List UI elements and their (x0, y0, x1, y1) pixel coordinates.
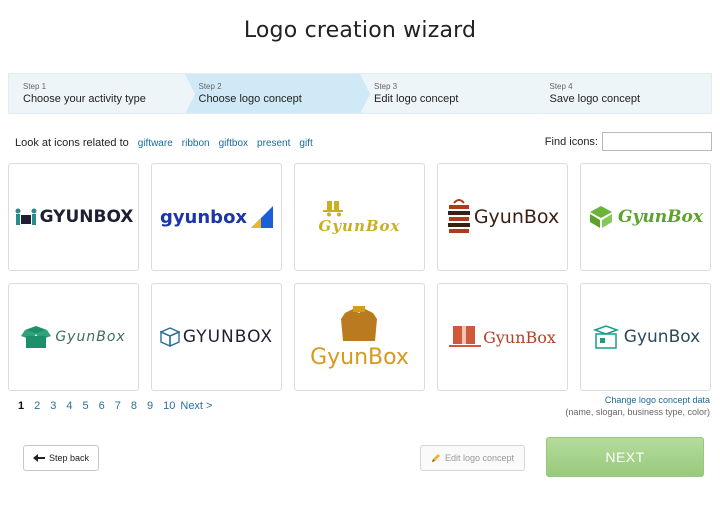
change-logo-data-hint: (name, slogan, business type, color) (565, 407, 710, 417)
logo-concept-tile[interactable]: GYUNBOX (151, 283, 282, 391)
logo-concept-tile[interactable]: GyunBox (580, 163, 711, 271)
logo-text: GyunBox (623, 327, 701, 347)
logo-text: GyunBox (618, 207, 703, 227)
page-link[interactable]: 9 (147, 400, 154, 412)
logo-concept-tile[interactable]: GyunBox (8, 283, 139, 391)
wizard-steps: Step 1 Choose your activity type Step 2 … (8, 73, 712, 114)
logo-concept: GYUNBOX (159, 327, 274, 347)
logo-concept: GyunBox (446, 197, 559, 237)
logo-concept-tile[interactable]: gyunbox (151, 163, 282, 271)
logo-concept: GyunBox (588, 204, 703, 230)
step-number: Step 4 (549, 82, 573, 91)
red-box-icon (449, 326, 482, 347)
people-box-icon (15, 208, 37, 225)
step-1[interactable]: Step 1 Choose your activity type (9, 74, 194, 114)
logo-concept-tile[interactable]: GyunBox (294, 283, 425, 391)
bag-icon (341, 305, 378, 341)
logo-text: GyunBox (483, 327, 556, 347)
step-label: Choose your activity type (23, 93, 146, 105)
page-link[interactable]: 2 (34, 400, 41, 412)
related-icons: Look at icons related to giftware ribbon… (15, 137, 313, 149)
next-page-link[interactable]: Next > (180, 400, 213, 412)
logo-text: GyunBox (55, 329, 126, 345)
page-link[interactable]: 4 (66, 400, 73, 412)
blue-square-icon (251, 206, 274, 228)
open-box-icon (21, 326, 52, 348)
tag-link[interactable]: gift (299, 137, 313, 149)
logo-concept: GyunBox (449, 324, 556, 350)
step-2[interactable]: Step 2 Choose logo concept (184, 74, 370, 114)
step-back-button[interactable]: Step back (23, 445, 99, 471)
step-number: Step 3 (374, 82, 398, 91)
step-label: Edit logo concept (374, 93, 459, 105)
logo-concept: GyunBox (21, 326, 125, 348)
logo-concept-tile[interactable]: GyunBox (294, 163, 425, 271)
step-4[interactable]: Step 4 Save logo concept (536, 74, 712, 113)
page-link[interactable]: 6 (98, 400, 105, 412)
logo-concept-tile[interactable]: GyunBox (437, 163, 568, 271)
step-back-label: Step back (48, 453, 90, 463)
find-icons-input[interactable] (602, 132, 712, 151)
green-box-icon (590, 206, 613, 228)
step-3[interactable]: Step 3 Edit logo concept (360, 74, 545, 114)
arrow-left-icon (32, 454, 45, 462)
logo-text: GYUNBOX (182, 327, 274, 347)
logo-text: gyunbox (159, 206, 248, 228)
logo-concept: GyunBox (319, 199, 401, 235)
tag-link[interactable]: giftware (137, 137, 173, 149)
page-link[interactable]: 7 (114, 400, 121, 412)
tag-link[interactable]: giftbox (218, 137, 249, 149)
page-link[interactable]: 3 (50, 400, 57, 412)
tag-link[interactable]: ribbon (181, 137, 210, 149)
pagination: 1 2 3 4 5 6 7 8 9 10 Next > (18, 400, 222, 412)
page-link-current[interactable]: 1 (18, 400, 25, 412)
page-link[interactable]: 10 (163, 400, 176, 412)
pencil-icon (431, 454, 440, 462)
logo-concept-tile[interactable]: GyunBox (580, 283, 711, 391)
page-link[interactable]: 8 (130, 400, 137, 412)
next-button[interactable]: NEXT (546, 437, 704, 477)
teal-box-icon (592, 325, 619, 349)
gift-cart-icon (322, 201, 343, 217)
find-label: Find icons: (544, 135, 598, 148)
page-title: Logo creation wizard (243, 18, 477, 43)
logo-text: GyunBox (318, 217, 401, 235)
step-number: Step 1 (23, 82, 47, 91)
logo-text: GyunBox (473, 206, 560, 228)
step-label: Save logo concept (549, 93, 641, 105)
cube-icon (159, 327, 180, 347)
logo-concept-tile[interactable]: GYUNBOX (8, 163, 139, 271)
logo-text: GyunBox (310, 344, 409, 370)
edit-logo-concept-label: Edit logo concept (444, 453, 515, 463)
logo-concept-tile[interactable]: GyunBox (437, 283, 568, 391)
step-label: Choose logo concept (198, 93, 302, 105)
find-icons: Find icons: (545, 132, 712, 151)
related-label: Look at icons related to (15, 137, 129, 149)
step-number: Step 2 (198, 82, 222, 91)
logo-text: GYUNBOX (39, 207, 134, 227)
tag-link[interactable]: present (257, 137, 291, 149)
change-logo-data: Change logo concept data (name, slogan, … (565, 395, 710, 417)
logo-concept: GYUNBOX (14, 207, 134, 227)
logo-grid: GYUNBOX gyunbox GyunBox (8, 163, 712, 391)
gift-stack-icon (447, 199, 470, 233)
logo-concept: GyunBox (310, 305, 409, 370)
change-logo-data-link[interactable]: Change logo concept data (604, 395, 710, 405)
page-link[interactable]: 5 (82, 400, 89, 412)
logo-concept: GyunBox (591, 324, 700, 350)
logo-concept: gyunbox (159, 206, 274, 228)
edit-logo-concept-button[interactable]: Edit logo concept (420, 445, 525, 471)
